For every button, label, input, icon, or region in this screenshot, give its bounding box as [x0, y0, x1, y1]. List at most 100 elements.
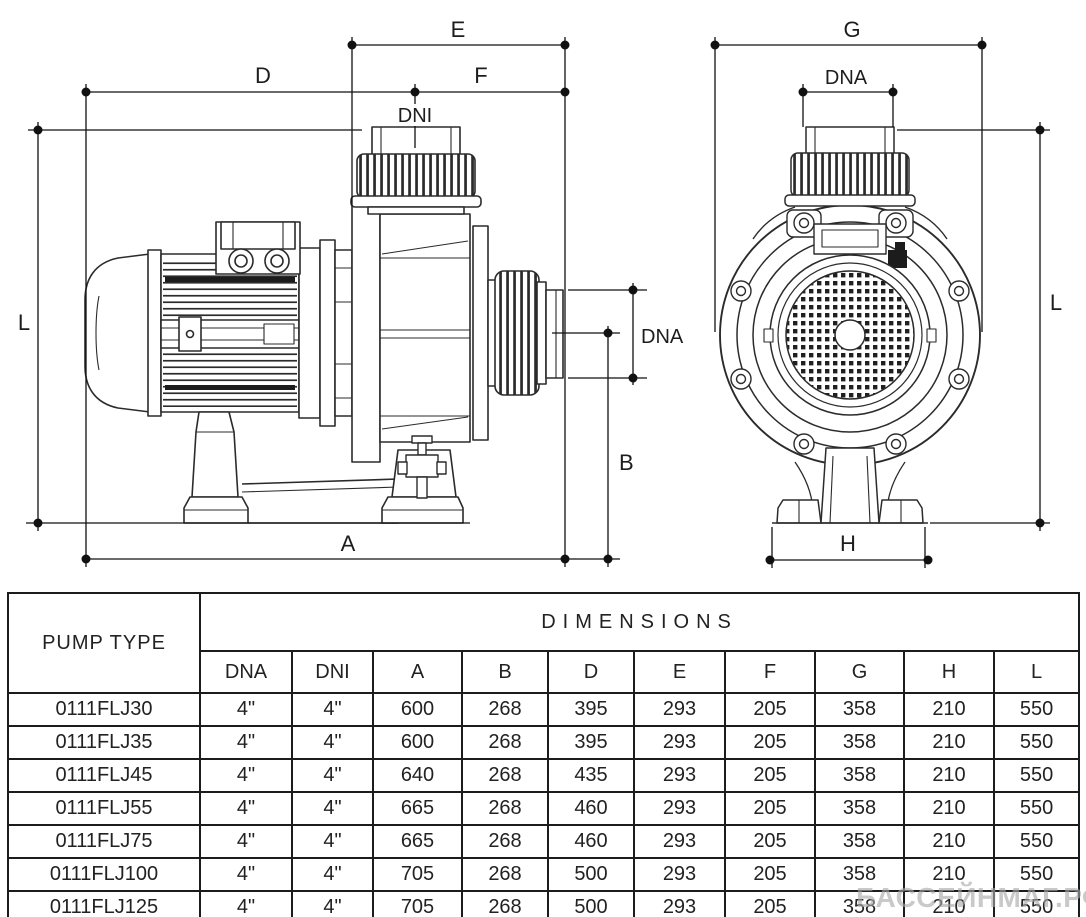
- dimension-cell: 550: [992, 725, 1081, 760]
- dimension-cell: 665: [372, 824, 463, 859]
- pump-bracket-plates: [319, 203, 381, 463]
- dimension-cell: 395: [547, 725, 635, 760]
- dimension-cell: 435: [547, 758, 635, 793]
- table-header-row-1: PUMP TYPE DIMENSIONS: [7, 592, 1081, 694]
- column-header-b: B: [461, 650, 549, 694]
- dim-label-f: F: [474, 63, 487, 88]
- drain-plug: [397, 435, 447, 499]
- dimension-cell: 358: [814, 692, 905, 727]
- column-header-e: E: [633, 650, 726, 694]
- dimension-cell: 293: [633, 725, 726, 760]
- dimension-cell: 550: [992, 758, 1081, 793]
- motor-fan-cover: [84, 249, 162, 417]
- dim-label-b: B: [619, 450, 634, 475]
- dimension-cell: 210: [903, 725, 995, 760]
- front-inlet-port: [784, 126, 916, 207]
- dim-label-g: G: [843, 17, 860, 42]
- dimension-cell: 210: [903, 791, 995, 826]
- dimension-cell: 665: [372, 791, 463, 826]
- dimension-cell: 4": [291, 890, 374, 917]
- bolt: [730, 368, 752, 390]
- dimension-cell: 358: [814, 890, 905, 917]
- column-header-g: G: [814, 650, 905, 694]
- dimension-cell: 268: [461, 824, 549, 859]
- dimension-cell: 268: [461, 857, 549, 892]
- strainer-basket: [763, 254, 937, 416]
- dimension-cell: 268: [461, 890, 549, 917]
- column-header-h: H: [903, 650, 995, 694]
- dimension-cell: 4": [291, 692, 374, 727]
- dimension-cell: 205: [724, 890, 816, 917]
- motor-body: [160, 247, 321, 419]
- dimension-cell: 550: [992, 692, 1081, 727]
- column-header-dni: DNI: [291, 650, 374, 694]
- dim-label-dna-side: DNA: [641, 326, 684, 348]
- dimension-cell: 4": [199, 758, 293, 793]
- dim-label-e: E: [451, 17, 466, 42]
- side-base-feet: [183, 411, 464, 524]
- dim-label-l-front: L: [1050, 290, 1062, 315]
- inlet-union-nut: [356, 153, 476, 199]
- pump-type-header: PUMP TYPE: [7, 592, 201, 694]
- dimension-dots: [710, 40, 1045, 565]
- dimension-cell: 550: [992, 824, 1081, 859]
- dim-label-dni: DNI: [398, 105, 432, 127]
- side-view-dimensions: E D F DNI L DNA B A: [18, 17, 684, 567]
- pump-type-cell: 0111FLJ125: [7, 890, 201, 917]
- bolt: [793, 433, 815, 455]
- dimension-cell: 268: [461, 758, 549, 793]
- front-view-dimensions: G DNA L H: [710, 17, 1062, 568]
- dimension-cell: 205: [724, 692, 816, 727]
- ext-line-g: [714, 37, 983, 332]
- dimension-cell: 4": [291, 824, 374, 859]
- dimension-cell: 210: [903, 692, 995, 727]
- dimension-cell: 358: [814, 857, 905, 892]
- pump-type-cell: 0111FLJ100: [7, 857, 201, 892]
- dimension-cell: 460: [547, 791, 635, 826]
- dimension-cell: 210: [903, 824, 995, 859]
- dimension-cell: 4": [199, 791, 293, 826]
- dimension-cell: 358: [814, 725, 905, 760]
- column-header-d: D: [547, 650, 635, 694]
- column-header-l: L: [992, 650, 1081, 694]
- lid-clamp-ears: [752, 206, 948, 255]
- dimension-cell: 500: [547, 857, 635, 892]
- inlet-port: [350, 126, 482, 215]
- ext-line-dna-front: [802, 84, 894, 127]
- front-view-pump: [719, 126, 981, 524]
- dimension-cell: 205: [724, 725, 816, 760]
- pump-type-cell: 0111FLJ75: [7, 824, 201, 859]
- pump-type-cell: 0111FLJ30: [7, 692, 201, 727]
- basket-center-hole: [834, 319, 866, 351]
- outlet-port: [487, 270, 564, 396]
- column-header-a: A: [372, 650, 463, 694]
- cover-bolts: [730, 280, 970, 455]
- dimension-cell: 4": [199, 692, 293, 727]
- bolt: [730, 280, 752, 302]
- dimension-cell: 205: [724, 857, 816, 892]
- dimension-cell: 210: [903, 857, 995, 892]
- motor-terminal-box: [215, 221, 301, 275]
- side-view-pump: [84, 126, 564, 524]
- dimension-cell: 4": [291, 725, 374, 760]
- dimension-cell: 4": [199, 890, 293, 917]
- dimension-cell: 705: [372, 857, 463, 892]
- bolt: [948, 368, 970, 390]
- strainer-tank: [379, 213, 489, 443]
- pump-type-cell: 0111FLJ55: [7, 791, 201, 826]
- front-inlet-stub: [805, 126, 895, 155]
- dimension-cell: 4": [199, 857, 293, 892]
- dimension-cell: 358: [814, 824, 905, 859]
- dimension-cell: 293: [633, 692, 726, 727]
- dimension-cell: 640: [372, 758, 463, 793]
- outlet-union-nut: [494, 270, 540, 396]
- dimension-cell: 4": [291, 857, 374, 892]
